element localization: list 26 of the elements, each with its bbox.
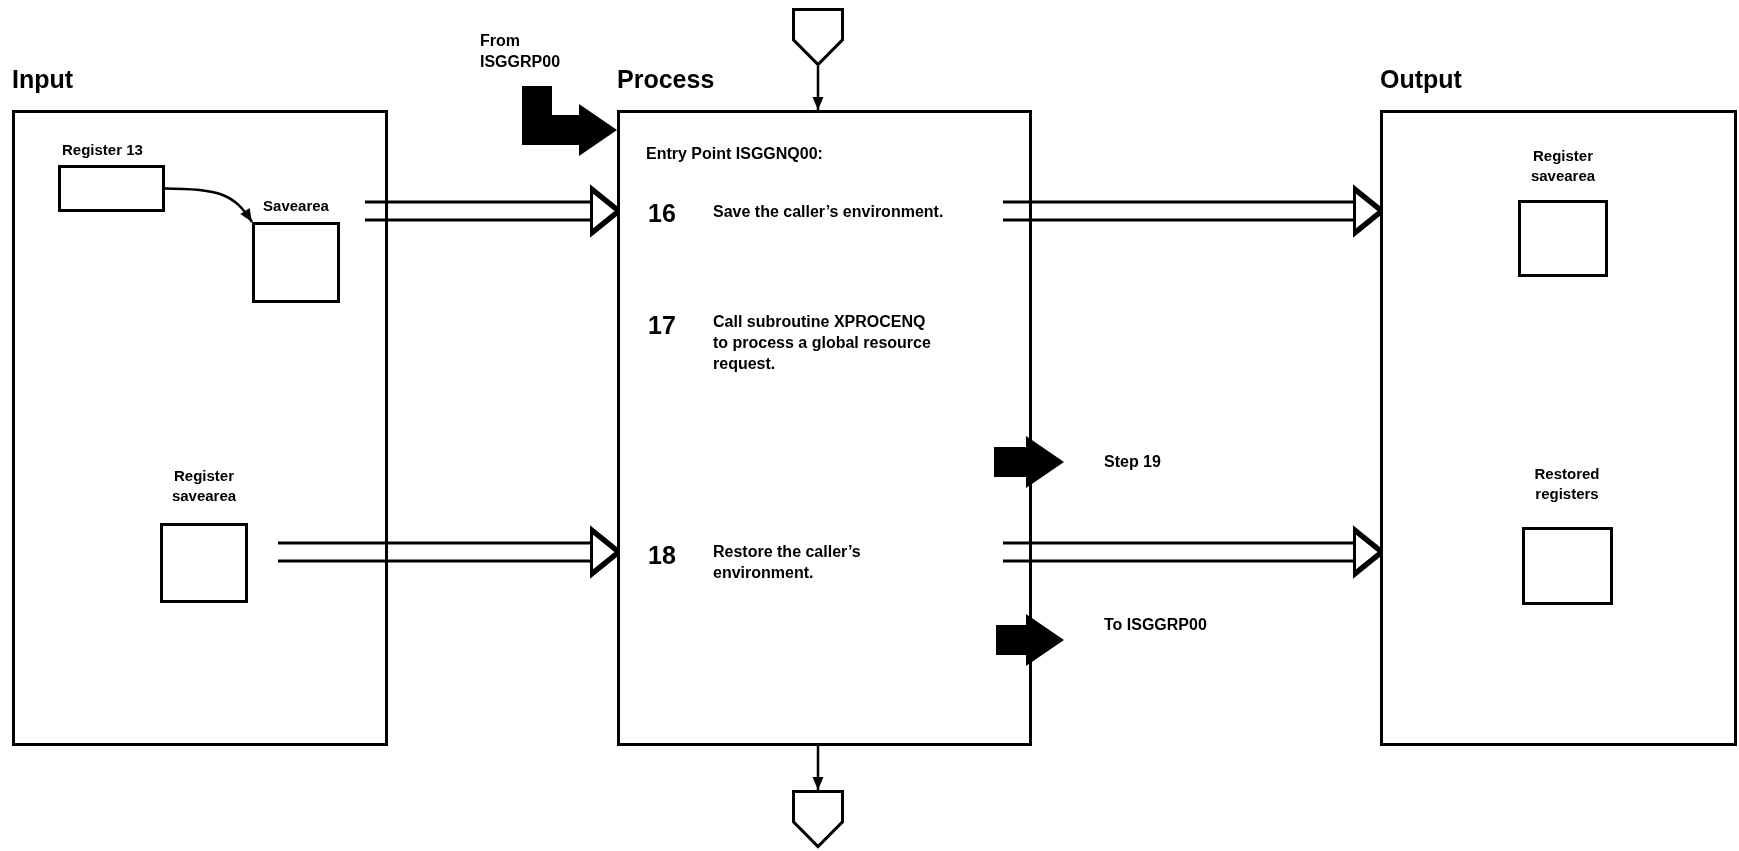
arrow: [812, 746, 824, 790]
box-label: Register savearea: [170, 466, 238, 506]
module-reference-text: From ISGGRP00: [480, 30, 590, 72]
off-page-connector: [792, 8, 844, 66]
module-reference-text: To ISGGRP00: [1104, 614, 1214, 635]
step-number: 17: [648, 311, 676, 339]
box-label: Savearea: [262, 196, 330, 216]
panel-heading: Input: [12, 64, 74, 94]
control-flow-arrow: [994, 436, 1064, 488]
entry-point-label: Entry Point ISGGNQ00:: [646, 144, 824, 164]
module-reference-text: Step 19: [1104, 451, 1204, 472]
control-flow-arrow: [996, 614, 1064, 666]
step-description: Call subroutine XPROCENQ to process a global resource request.: [713, 312, 932, 374]
arrow: [812, 66, 824, 110]
step-description: Save the caller’s environment.: [713, 202, 945, 222]
step-description: Restore the caller’s environment.: [713, 542, 862, 583]
box-label: Restored registers: [1533, 464, 1601, 504]
box-label: Register 13: [62, 140, 143, 160]
panel-heading: Process: [617, 64, 715, 94]
panel-heading: Output: [1380, 64, 1462, 94]
box-label: Register savearea: [1529, 146, 1597, 186]
off-page-connector: [792, 790, 844, 848]
step-number: 18: [648, 541, 676, 569]
control-flow-arrow: [522, 86, 617, 156]
arrow: [164, 187, 254, 223]
step-number: 16: [648, 199, 676, 227]
